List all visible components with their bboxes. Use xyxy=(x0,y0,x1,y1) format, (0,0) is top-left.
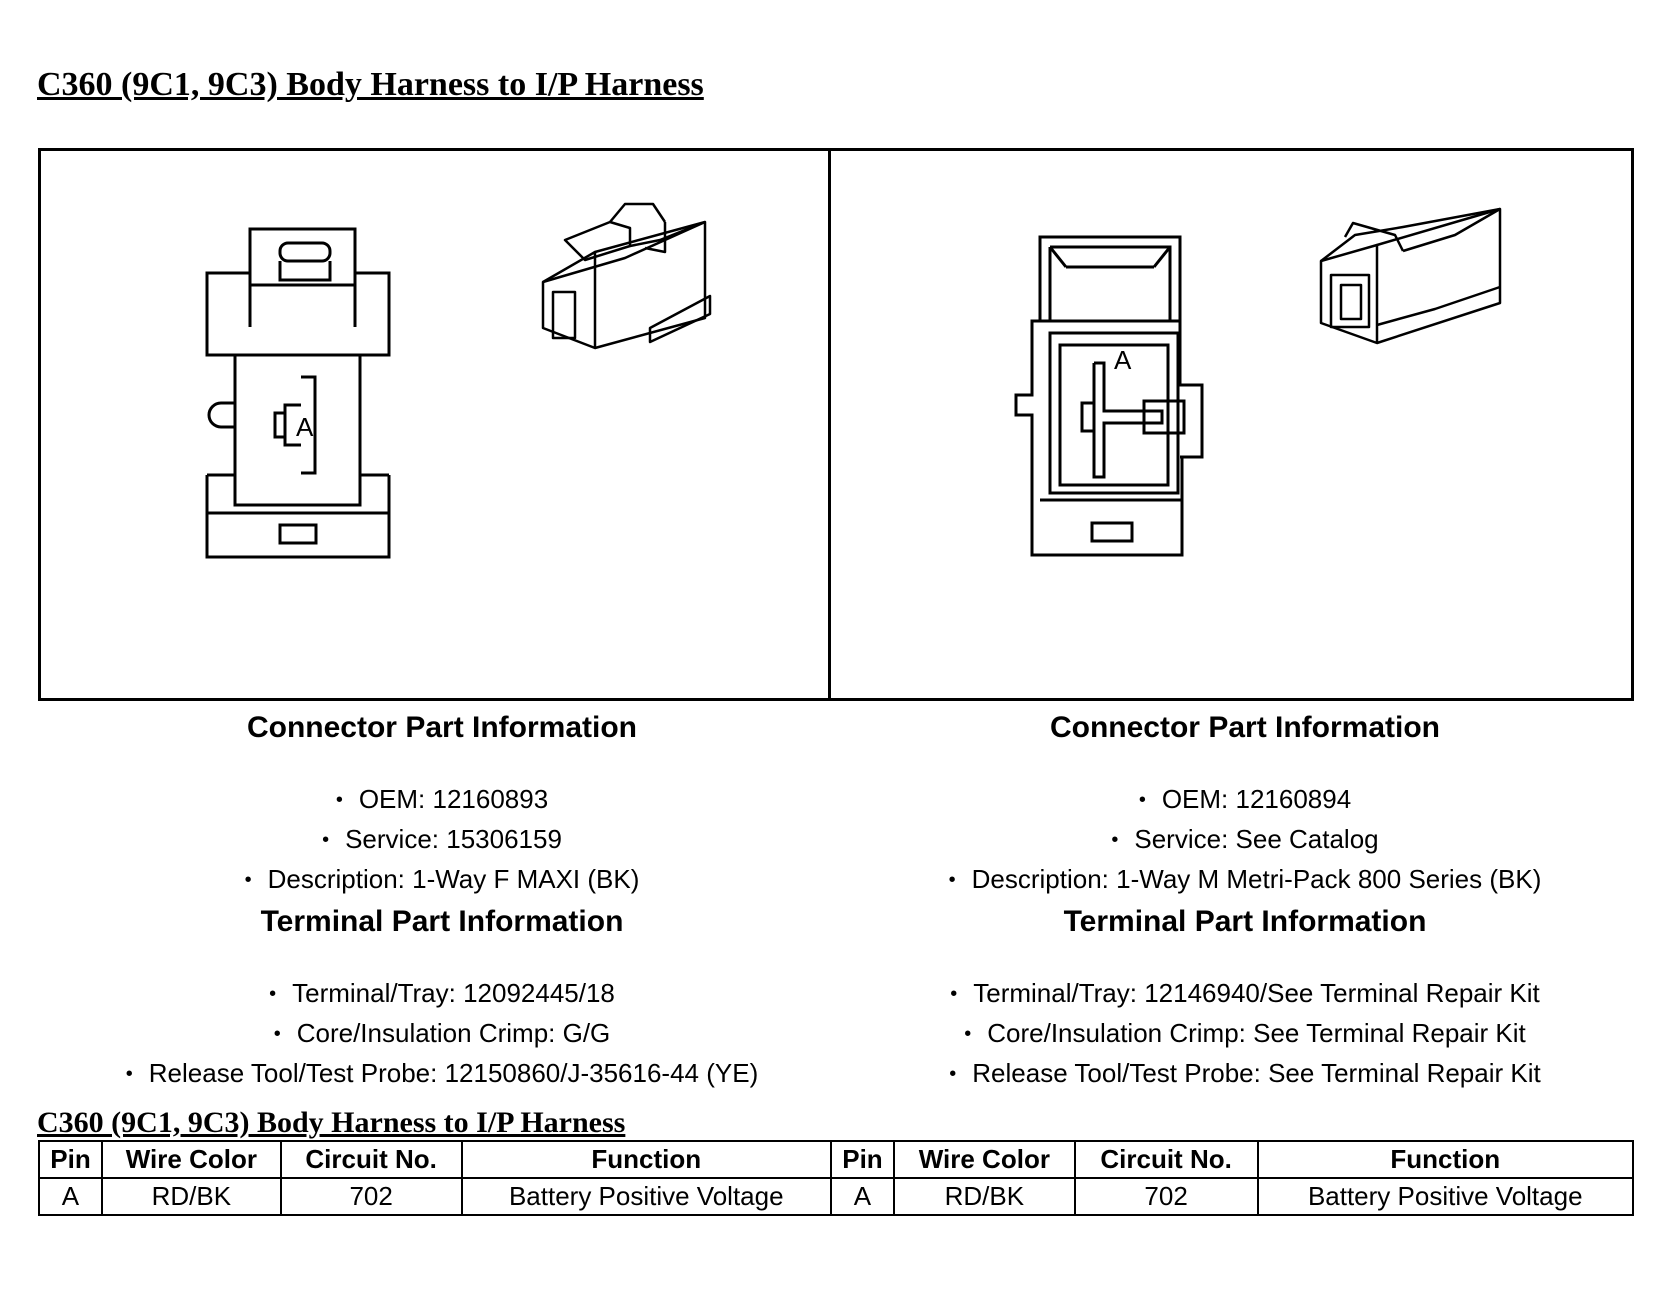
header-pin: Pin xyxy=(38,1140,103,1179)
table-header-row: Pin Wire Color Circuit No. Function Pin … xyxy=(38,1140,1634,1179)
cell-circuit-no: 702 xyxy=(1073,1177,1259,1216)
header-function: Function xyxy=(460,1140,832,1179)
right-terminal-tray: Terminal/Tray: 12146940/See Terminal Rep… xyxy=(905,975,1585,1015)
cell-pin: A xyxy=(829,1177,895,1216)
table-title: C360 (9C1, 9C3) Body Harness to I/P Harn… xyxy=(37,1106,626,1139)
left-terminal-tray: Terminal/Tray: 12092445/18 xyxy=(118,975,766,1015)
right-part-info: Connector Part Information OEM: 12160894… xyxy=(905,709,1585,1095)
header-function: Function xyxy=(1256,1140,1634,1179)
left-crimp: Core/Insulation Crimp: G/G xyxy=(118,1015,766,1055)
cell-wire-color: RD/BK xyxy=(892,1177,1076,1216)
cell-pin: A xyxy=(38,1177,103,1216)
left-description: Description: 1-Way F MAXI (BK) xyxy=(118,861,766,901)
right-release-tool: Release Tool/Test Probe: See Terminal Re… xyxy=(905,1055,1585,1095)
right-crimp: Core/Insulation Crimp: See Terminal Repa… xyxy=(905,1015,1585,1055)
page-title: C360 (9C1, 9C3) Body Harness to I/P Harn… xyxy=(37,66,704,103)
left-cavity-label: A xyxy=(296,412,314,442)
header-pin: Pin xyxy=(829,1140,895,1179)
right-connector-iso-view xyxy=(1319,207,1502,345)
right-connector-list: OEM: 12160894 Service: See Catalog Descr… xyxy=(905,781,1585,901)
right-description: Description: 1-Way M Metri-Pack 800 Seri… xyxy=(905,861,1585,901)
left-terminal-heading: Terminal Part Information xyxy=(260,905,624,938)
right-terminal-list: Terminal/Tray: 12146940/See Terminal Rep… xyxy=(905,975,1585,1095)
frame-divider xyxy=(828,148,831,701)
diagram-frame xyxy=(38,148,1634,701)
left-service: Service: 15306159 xyxy=(118,821,766,861)
right-terminal-heading: Terminal Part Information xyxy=(1063,905,1427,938)
pin-table: Pin Wire Color Circuit No. Function Pin … xyxy=(38,1140,1634,1216)
right-connector-heading: Connector Part Information xyxy=(1049,711,1440,744)
cell-wire-color: RD/BK xyxy=(100,1177,282,1216)
table-row: A RD/BK 702 Battery Positive Voltage A R… xyxy=(38,1177,1634,1216)
cell-circuit-no: 702 xyxy=(279,1177,463,1216)
header-circuit-no: Circuit No. xyxy=(1073,1140,1259,1179)
header-circuit-no: Circuit No. xyxy=(279,1140,463,1179)
header-wire-color: Wire Color xyxy=(100,1140,282,1179)
left-connector-heading: Connector Part Information xyxy=(246,711,637,744)
cell-function: Battery Positive Voltage xyxy=(460,1177,832,1216)
right-oem: OEM: 12160894 xyxy=(905,781,1585,821)
left-part-info: Connector Part Information OEM: 12160893… xyxy=(118,709,766,1095)
left-connector-iso-view xyxy=(541,202,712,350)
left-terminal-list: Terminal/Tray: 12092445/18 Core/Insulati… xyxy=(118,975,766,1095)
left-oem: OEM: 12160893 xyxy=(118,781,766,821)
cell-function: Battery Positive Voltage xyxy=(1256,1177,1634,1216)
right-connector-face-view xyxy=(1014,235,1204,557)
left-connector-list: OEM: 12160893 Service: 15306159 Descript… xyxy=(118,781,766,901)
right-service: Service: See Catalog xyxy=(905,821,1585,861)
right-cavity-label: A xyxy=(1114,345,1132,375)
left-connector-face-view xyxy=(205,227,391,559)
header-wire-color: Wire Color xyxy=(892,1140,1076,1179)
left-release-tool: Release Tool/Test Probe: 12150860/J-3561… xyxy=(118,1055,766,1095)
